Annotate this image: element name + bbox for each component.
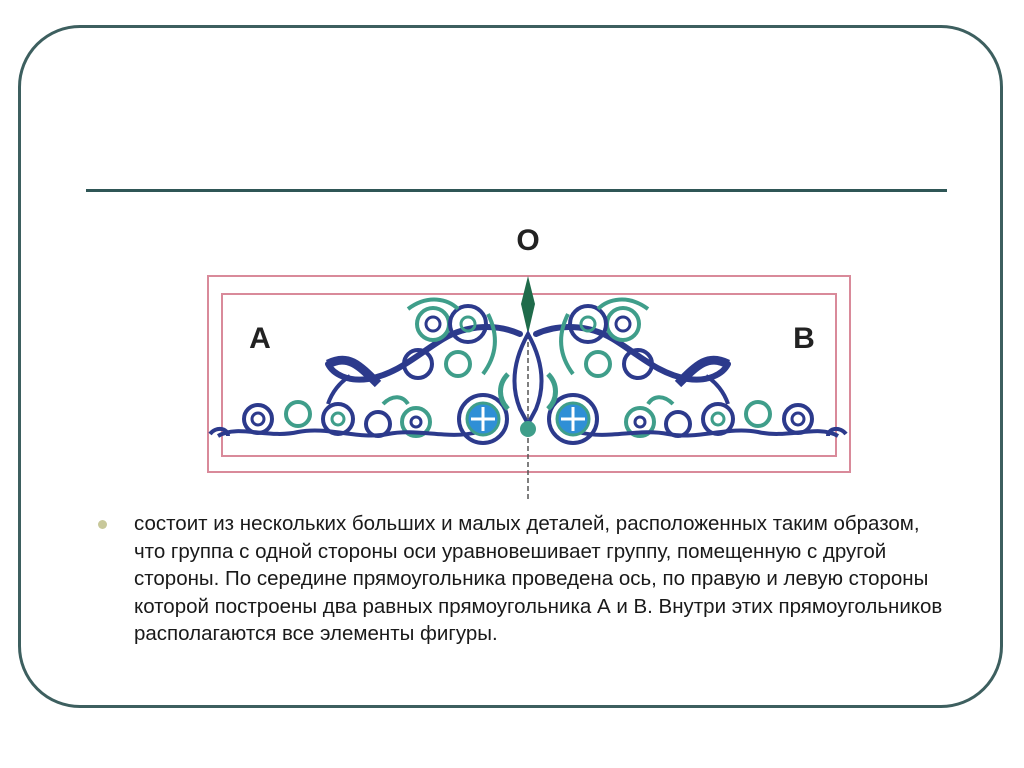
rect-label-a: A: [249, 322, 271, 355]
title-divider: [86, 189, 947, 192]
symmetric-ornament-diagram: O A B: [204, 224, 851, 502]
bullet-text: состоит из нескольких больших и малых де…: [134, 512, 943, 645]
slide-frame: [18, 25, 1003, 708]
rect-label-b: B: [793, 322, 815, 355]
bullet-dot: [98, 520, 107, 529]
axis-label-o: O: [516, 224, 539, 257]
